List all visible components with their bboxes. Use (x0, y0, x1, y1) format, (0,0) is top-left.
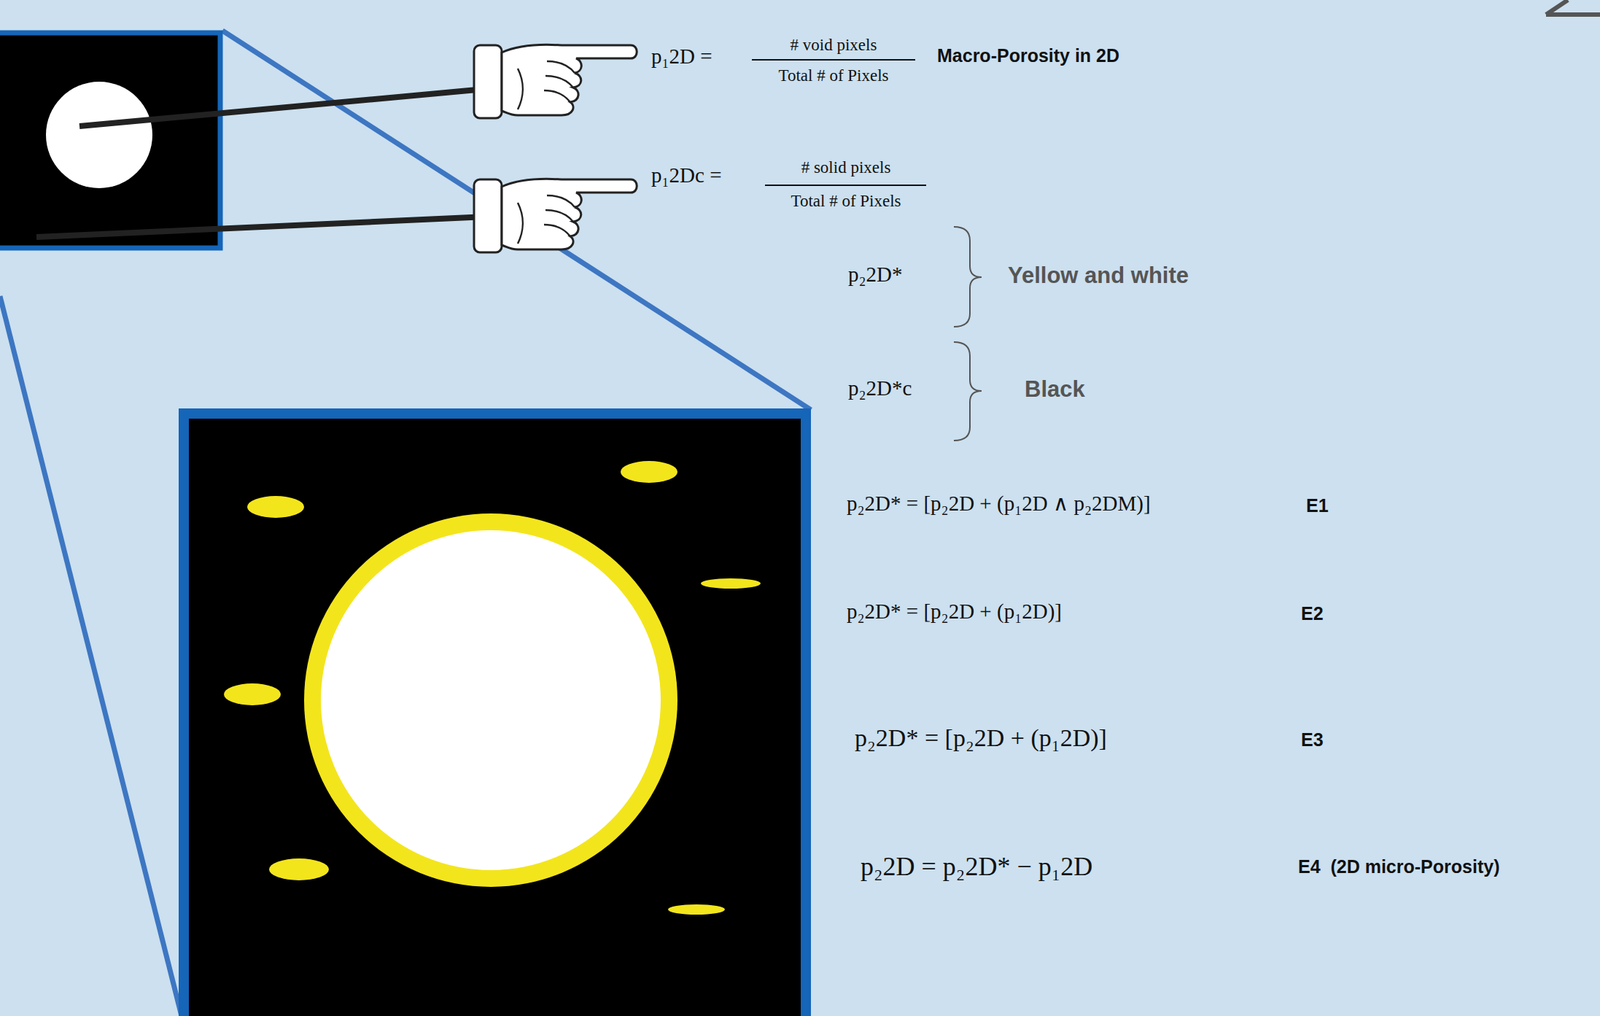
zoom-line (222, 30, 811, 410)
macro-pore (320, 530, 661, 871)
formula: p₂2D*c (848, 377, 912, 399)
equation-number: E3 (1301, 730, 1324, 749)
hand-cuff (474, 179, 502, 253)
brace (953, 226, 982, 327)
page-mark (1546, 0, 1600, 15)
formula: p₁2Dc = (651, 164, 722, 186)
micro-pore (620, 460, 678, 483)
micro-pore (269, 858, 329, 881)
fraction-numerator: # void pixels (790, 36, 878, 54)
equation: p₂2D = p₂2D* − p₁2D (860, 853, 1093, 880)
micro-pore (668, 904, 725, 915)
sample-square (0, 32, 221, 248)
micro-pore (247, 495, 305, 518)
macro-pore (45, 81, 153, 189)
pointing-hand (474, 44, 637, 119)
brace (953, 342, 982, 441)
micro-pore (700, 578, 761, 589)
formula-name: Macro-Porosity in 2D (937, 46, 1120, 65)
hand-detail (517, 195, 575, 244)
brace-label: Black (1024, 377, 1086, 401)
pointer-stick (36, 216, 488, 238)
equation-number: E1 (1306, 496, 1329, 515)
fraction-bar (764, 184, 927, 186)
zoom-square (183, 413, 806, 1016)
pointing-hand (474, 178, 637, 253)
fraction-bar (751, 59, 916, 61)
fraction-denominator: Total # of Pixels (778, 67, 889, 84)
equation: p₂2D* = [p₂2D + (p₁2D ∧ p₂2DM)] (846, 492, 1151, 515)
zoom-line (0, 296, 182, 1016)
fraction-numerator: # solid pixels (801, 158, 892, 176)
equation: p₂2D* = [p₂2D + (p₁2D)] (846, 600, 1062, 623)
formula: p₁2D = (651, 45, 713, 68)
fraction-denominator: Total # of Pixels (790, 192, 901, 210)
hand-shape (501, 178, 637, 250)
hand-cuff (474, 45, 502, 119)
pointer-stick (79, 88, 485, 127)
equation-number: E2 (1301, 604, 1324, 623)
hand-detail (517, 61, 575, 110)
equation-number: E4 (2D micro-Porosity) (1298, 857, 1500, 876)
hand-shape (501, 44, 637, 116)
formula: p₂2D* (848, 263, 903, 286)
pore-rim (304, 513, 678, 887)
equation: p₂2D* = [p₂2D + (p₁2D)] (854, 725, 1108, 751)
brace-label: Yellow and white (1007, 263, 1189, 287)
micro-pore (223, 683, 281, 706)
